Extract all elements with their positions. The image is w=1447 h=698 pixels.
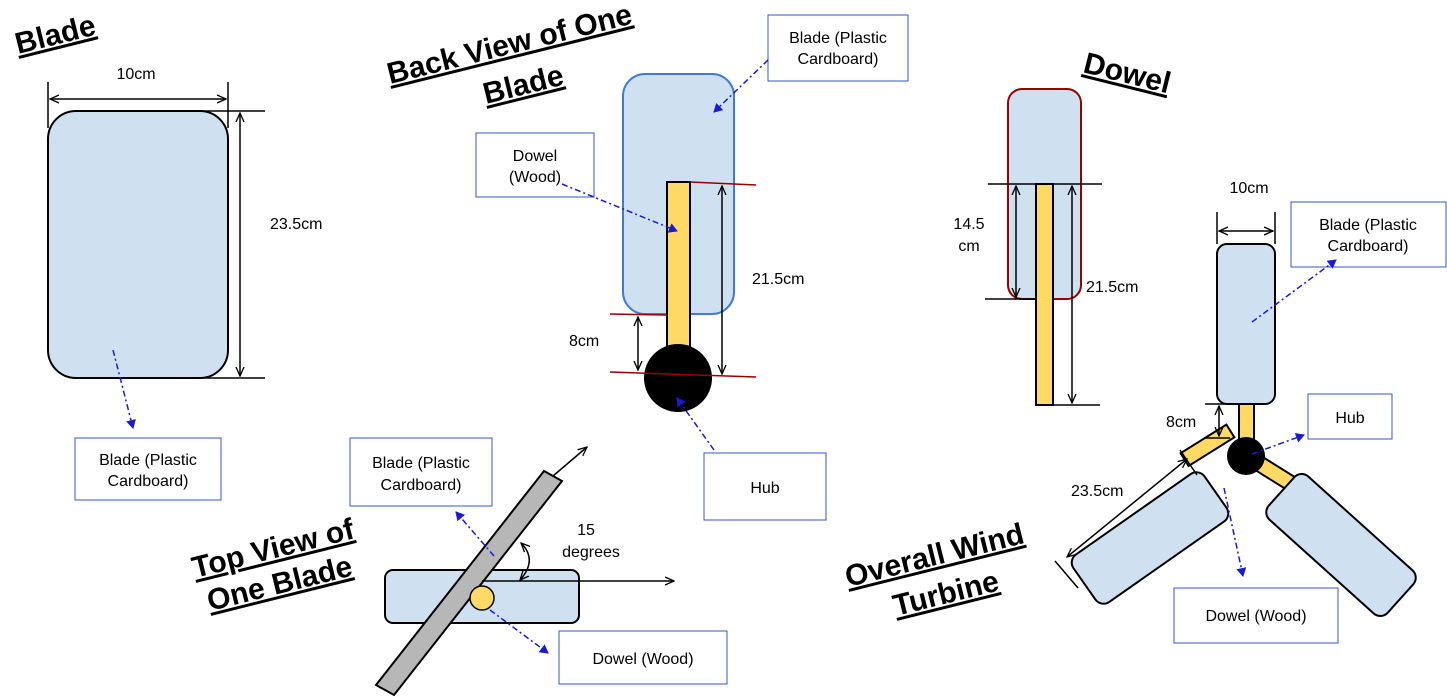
- blade-title: Blade: [12, 9, 99, 61]
- hub-offset-label: 8cm: [569, 333, 599, 350]
- overall-dowel-label-box: [1173, 587, 1339, 644]
- hub-label: Hub: [750, 480, 779, 497]
- dowel-top-marker: [689, 181, 757, 186]
- angle-label-line1: 15: [577, 522, 595, 539]
- hub-label-box: [703, 452, 827, 521]
- overall-blade-pointer: [1251, 259, 1337, 323]
- back-dowel-label-box: [475, 132, 595, 198]
- top-dowel-label: Dowel (Wood): [592, 651, 693, 668]
- blade-bottom-marker: [609, 313, 668, 316]
- top-view-panel: Top View of One Blade 15 degrees Blade (…: [189, 437, 728, 697]
- overall-blade-length-label: 23.5cm: [1071, 483, 1123, 500]
- angle-label-line2: degrees: [562, 544, 620, 561]
- top-dowel-label-box: [558, 630, 728, 685]
- blade-label-line2: Cardboard): [108, 473, 189, 490]
- blade-shape: [47, 110, 229, 379]
- hub-pointer: [676, 397, 715, 451]
- top-view-blade-edge: [374, 469, 564, 697]
- width-label: 10cm: [116, 66, 155, 83]
- overall-width-label: 10cm: [1229, 180, 1268, 197]
- dowel-length-label: 21.5cm: [752, 271, 804, 288]
- blade-label-line1: Blade (Plastic: [99, 452, 197, 469]
- top-blade-label-box: [349, 437, 493, 507]
- overall-dowel-label: Dowel (Wood): [1205, 608, 1306, 625]
- overall-hub-label-box: [1307, 393, 1393, 440]
- turbine-hub: [1227, 437, 1265, 475]
- inner-length-label-line1: 14.5: [953, 216, 984, 233]
- top-dowel-pointer: [489, 609, 549, 654]
- blade-direction-arrow: [552, 447, 587, 477]
- blade-length-arrow: [1067, 459, 1187, 557]
- top-turbine-blade: [1216, 243, 1276, 405]
- back-view-title-line2: Blade: [480, 59, 567, 111]
- back-view-hub: [644, 344, 712, 412]
- back-dowel-pointer: [561, 183, 678, 233]
- back-dowel-label-line2: (Wood): [509, 169, 561, 186]
- back-blade-pointer: [713, 59, 769, 113]
- top-blade-label-line2: Cardboard): [381, 477, 462, 494]
- dowel-shape: [1035, 183, 1054, 406]
- top-view-dowel: [469, 585, 495, 611]
- overall-blade-label-line2: Cardboard): [1328, 238, 1409, 255]
- hub-center-marker: [609, 371, 757, 378]
- top-blade-label-line1: Blade (Plastic: [372, 455, 470, 472]
- blade-panel: Blade 10cm 23.5cm Blade (Plastic Cardboa…: [12, 9, 322, 501]
- overall-blade-label-box: [1290, 201, 1447, 268]
- back-blade-label-box: [767, 14, 909, 82]
- top-blade-pointer: [455, 511, 495, 557]
- length-ext-top: [1179, 449, 1198, 476]
- dowel-title: Dowel: [1080, 47, 1174, 100]
- angle-arc: [520, 543, 529, 580]
- overall-dowel-pointer: [1223, 487, 1247, 577]
- blade-label-box: [74, 437, 222, 501]
- height-label: 23.5cm: [270, 216, 322, 233]
- back-blade-label-line2: Cardboard): [798, 51, 879, 68]
- overall-turbine-panel: Overall Wind Turbine 10cm 8cm 23.5cm Bla…: [842, 180, 1447, 644]
- back-dowel-label-line1: Dowel: [513, 148, 557, 165]
- overall-blade-label-line1: Blade (Plastic: [1319, 217, 1417, 234]
- total-length-label: 21.5cm: [1086, 279, 1138, 296]
- back-view-panel: Back View of One Blade 21.5cm 8cm Blade …: [384, 0, 909, 521]
- back-blade-label-line1: Blade (Plastic: [789, 30, 887, 47]
- right-turbine-blade: [1265, 473, 1417, 617]
- inner-length-label-line2: cm: [958, 238, 979, 255]
- overall-offset-label: 8cm: [1166, 414, 1196, 431]
- overall-hub-pointer: [1251, 433, 1305, 455]
- length-ext-bottom: [1054, 560, 1079, 589]
- dowel-panel: Dowel 14.5 cm 21.5cm: [953, 47, 1174, 406]
- overall-hub-label: Hub: [1335, 410, 1364, 427]
